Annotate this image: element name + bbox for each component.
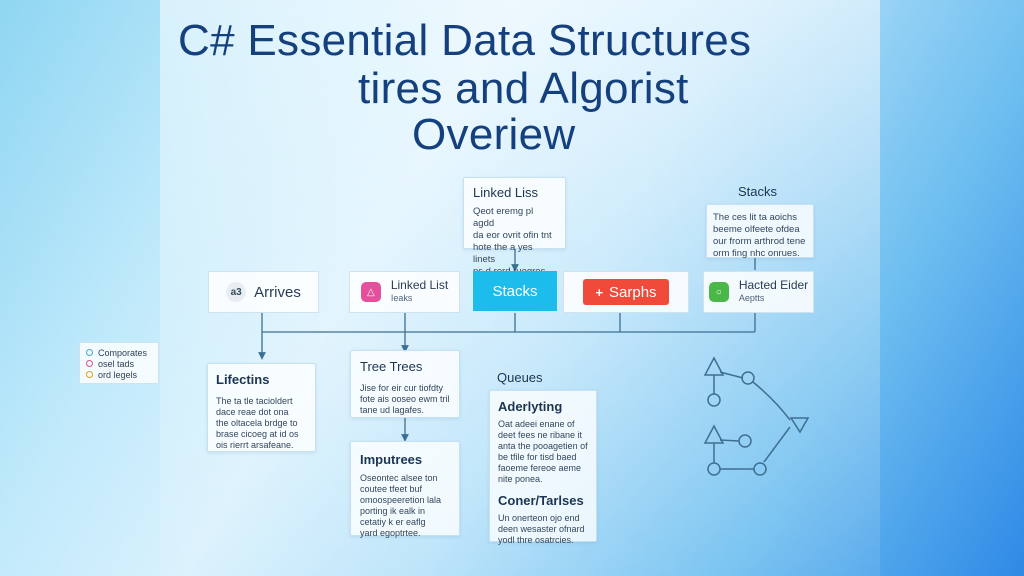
legend: Comporates osel tads ord legels	[79, 342, 159, 384]
stacks-label: Stacks	[492, 282, 538, 300]
arrays-icon: a3	[226, 282, 247, 302]
linked-lists-detail-title: Lifectins	[216, 372, 270, 387]
imputrees-title: Imputrees	[360, 452, 423, 467]
sorted-label: Hacted Eider	[738, 278, 809, 292]
tree-title: Tree Trees	[360, 359, 423, 374]
linked-lists-desc: Qeot eremg pl agdd da eor ovrit ofin tnt…	[473, 206, 552, 277]
triangle-icon: △	[360, 282, 381, 302]
page-title-line-2: tires and Algorist	[358, 64, 689, 113]
linked-list-label: Linked List	[390, 278, 449, 292]
linked-lists-box: Linked Liss Qeot eremg pl agdd da eor ov…	[463, 177, 566, 277]
page-title-line-3: Overiew	[412, 110, 576, 159]
node-arrays[interactable]: a3 Arrives	[208, 271, 319, 313]
legend-dot-icon	[86, 360, 93, 367]
imputrees-desc: Oseontec alsee ton coutee tfeet buf omoo…	[360, 473, 442, 538]
legend-dot-icon	[86, 371, 93, 378]
tree-box: Tree Trees Jise for eir cur tiofdty fote…	[350, 350, 460, 418]
linked-lists-detail-desc: The ta tle tacioldert dace reae dot ona …	[216, 396, 299, 450]
legend-dot-icon	[86, 349, 93, 356]
legend-label: ord legels	[98, 369, 138, 380]
stacks-heading: Stacks	[738, 184, 778, 199]
queues-desc-1: Oat adeei enane of deet fees ne ribane i…	[498, 419, 588, 484]
legend-item: ord legels	[86, 369, 152, 380]
stacks-desc: The ces lit ta aoichs beeme olfeete ofde…	[713, 212, 806, 259]
queues-sub-title-1: Aderlyting	[498, 399, 563, 414]
node-sorted[interactable]: ○ Hacted Eider Aeptts	[703, 271, 814, 313]
node-graphs-container: + Sarphs	[563, 271, 689, 313]
linked-lists-title: Linked Liss	[473, 185, 539, 200]
graph-illustration	[703, 356, 810, 476]
legend-label: osel tads	[98, 358, 135, 369]
node-stacks[interactable]: Stacks	[473, 271, 557, 311]
queues-heading: Queues	[497, 370, 543, 385]
linked-list-sub: Ieaks	[390, 293, 413, 303]
legend-label: Comporates	[98, 347, 148, 358]
queues-box: Aderlyting Oat adeei enane of deet fees …	[489, 390, 597, 545]
queues-desc-2: Un onerteon ojo end deen wesaster ofnard…	[498, 513, 585, 545]
graphs-label: Sarphs	[609, 283, 657, 301]
legend-item: Comporates	[86, 347, 152, 358]
page-title: C# Essential Data Structures	[178, 16, 752, 65]
imputrees-box: Imputrees Oseontec alsee ton coutee tfee…	[350, 441, 460, 538]
legend-item: osel tads	[86, 358, 152, 369]
arrays-label: Arrives	[254, 283, 301, 301]
linked-lists-detail-box: Lifectins The ta tle tacioldert dace rea…	[207, 363, 316, 452]
tree-desc: Jise for eir cur tiofdty fote ais ooseo …	[360, 383, 450, 415]
circle-icon: ○	[708, 282, 729, 302]
node-graphs[interactable]: + Sarphs	[583, 279, 669, 305]
plus-icon: +	[595, 284, 604, 300]
stacks-box: The ces lit ta aoichs beeme olfeete ofde…	[706, 204, 814, 259]
node-linked-list[interactable]: △ Linked List Ieaks	[349, 271, 460, 313]
sorted-sub: Aeptts	[738, 293, 765, 303]
queues-sub-title-2: Coner/Tarlses	[498, 493, 584, 508]
